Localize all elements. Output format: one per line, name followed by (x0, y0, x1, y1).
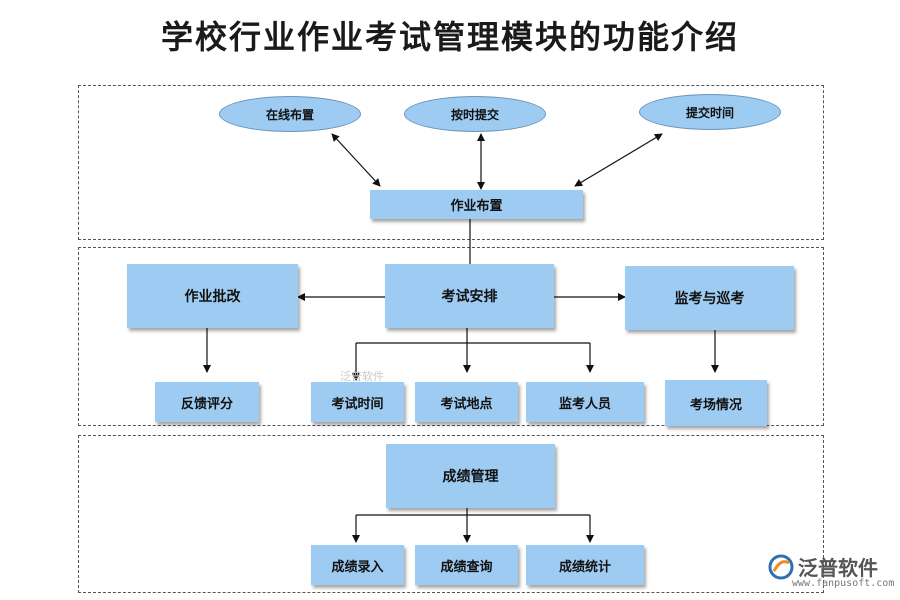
box-exam-status: 考场情况 (665, 380, 767, 426)
box-invigilation: 监考与巡考 (625, 266, 794, 330)
ellipse-submit-time: 提交时间 (639, 94, 781, 130)
watermark-text: 泛普软件 (340, 370, 384, 383)
arrow-online-assign (331, 133, 381, 187)
section-grades (78, 435, 824, 593)
box-exam-time: 考试时间 (311, 382, 404, 422)
ellipse-submit-ontime: 按时提交 (404, 96, 546, 132)
box-invigilator: 监考人员 (526, 382, 644, 422)
box-homework-assign: 作业布置 (370, 190, 583, 219)
brand-logo: 泛普软件 (768, 552, 878, 581)
logo-name: 泛普软件 (798, 556, 878, 580)
logo-url: www.fanpusoft.com (792, 578, 895, 589)
box-grade-statistics: 成绩统计 (526, 545, 644, 585)
page-title: 学校行业作业考试管理模块的功能介绍 (160, 18, 739, 56)
arrow-submit-time (574, 133, 663, 187)
ellipse-online-assign: 在线布置 (219, 96, 361, 132)
section-homework (78, 85, 824, 240)
box-grade-management: 成绩管理 (386, 444, 555, 508)
box-exam-schedule: 考试安排 (385, 264, 554, 328)
box-exam-location: 考试地点 (415, 382, 518, 422)
logo-icon (768, 554, 794, 579)
box-grade-entry: 成绩录入 (311, 545, 404, 585)
section-exam (78, 247, 824, 426)
box-grade-query: 成绩查询 (415, 545, 518, 585)
box-feedback-score: 反馈评分 (155, 382, 259, 422)
box-homework-grading: 作业批改 (127, 264, 298, 328)
